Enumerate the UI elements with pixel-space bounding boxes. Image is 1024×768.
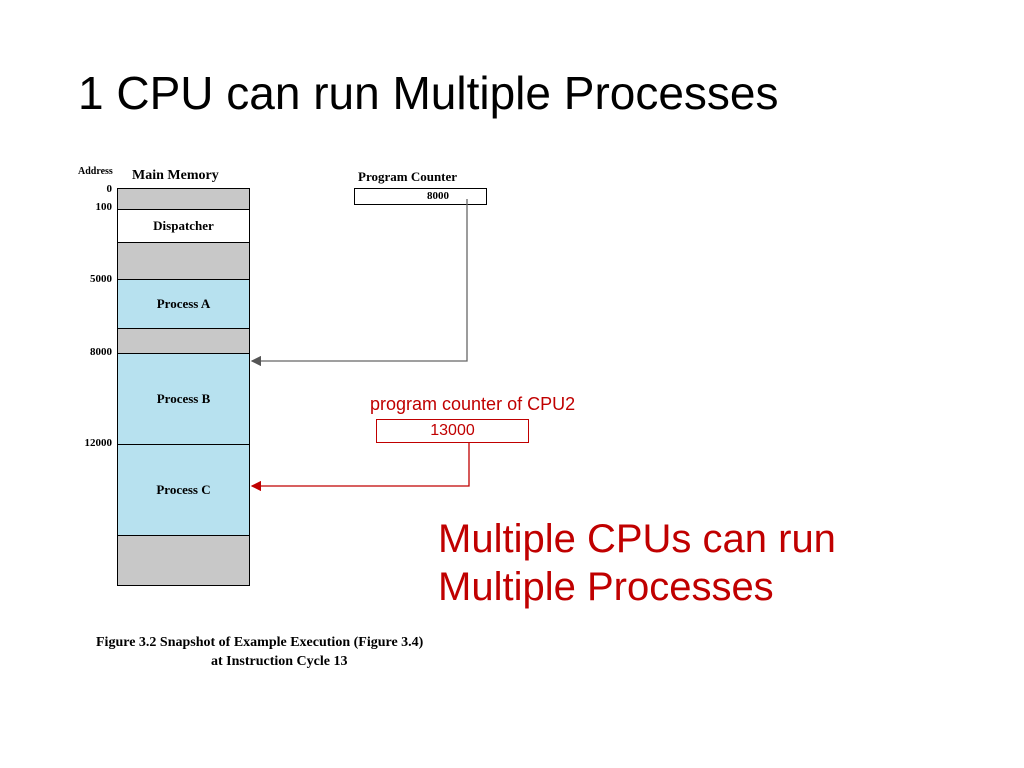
note-line: Multiple CPUs can run [438, 517, 836, 561]
memory-free-segment [118, 329, 249, 354]
cpu2-pointer-arrow [250, 443, 470, 492]
address-label: 12000 [84, 437, 113, 449]
slide-title: 1 CPU can run Multiple Processes [78, 67, 779, 119]
program-counter-value: 8000 [427, 190, 449, 202]
memory-free-segment [118, 243, 249, 280]
main-memory-header: Main Memory [132, 168, 219, 183]
process-b-segment: Process B [118, 354, 249, 445]
address-label: 100 [95, 201, 113, 213]
program-counter-header: Program Counter [358, 169, 458, 184]
caption-line: at Instruction Cycle 13 [211, 654, 348, 669]
figure-caption: Figure 3.2 Snapshot of Example Execution… [96, 633, 423, 671]
main-memory-column: Dispatcher Process A Process B Process C [117, 188, 250, 586]
address-label: 0 [106, 183, 113, 195]
program-counter-box: 8000 [354, 188, 487, 205]
memory-free-segment [118, 189, 249, 210]
multiple-cpus-note: Multiple CPUs can run Multiple Processes [438, 515, 836, 611]
cpu1-pointer-arrow [250, 199, 468, 367]
caption-line: Figure 3.2 Snapshot of Example Execution… [96, 635, 424, 650]
cpu2-counter-label: program counter of CPU2 [370, 394, 576, 414]
process-c-segment: Process C [118, 445, 249, 536]
note-line: Multiple Processes [438, 565, 774, 609]
address-label: 5000 [90, 273, 112, 285]
cpu2-counter-value: 13000 [376, 419, 529, 443]
dispatcher-segment: Dispatcher [118, 210, 249, 243]
address-header: Address [78, 166, 113, 177]
process-a-segment: Process A [118, 280, 249, 329]
address-label: 8000 [90, 346, 112, 358]
memory-free-segment [118, 536, 249, 585]
